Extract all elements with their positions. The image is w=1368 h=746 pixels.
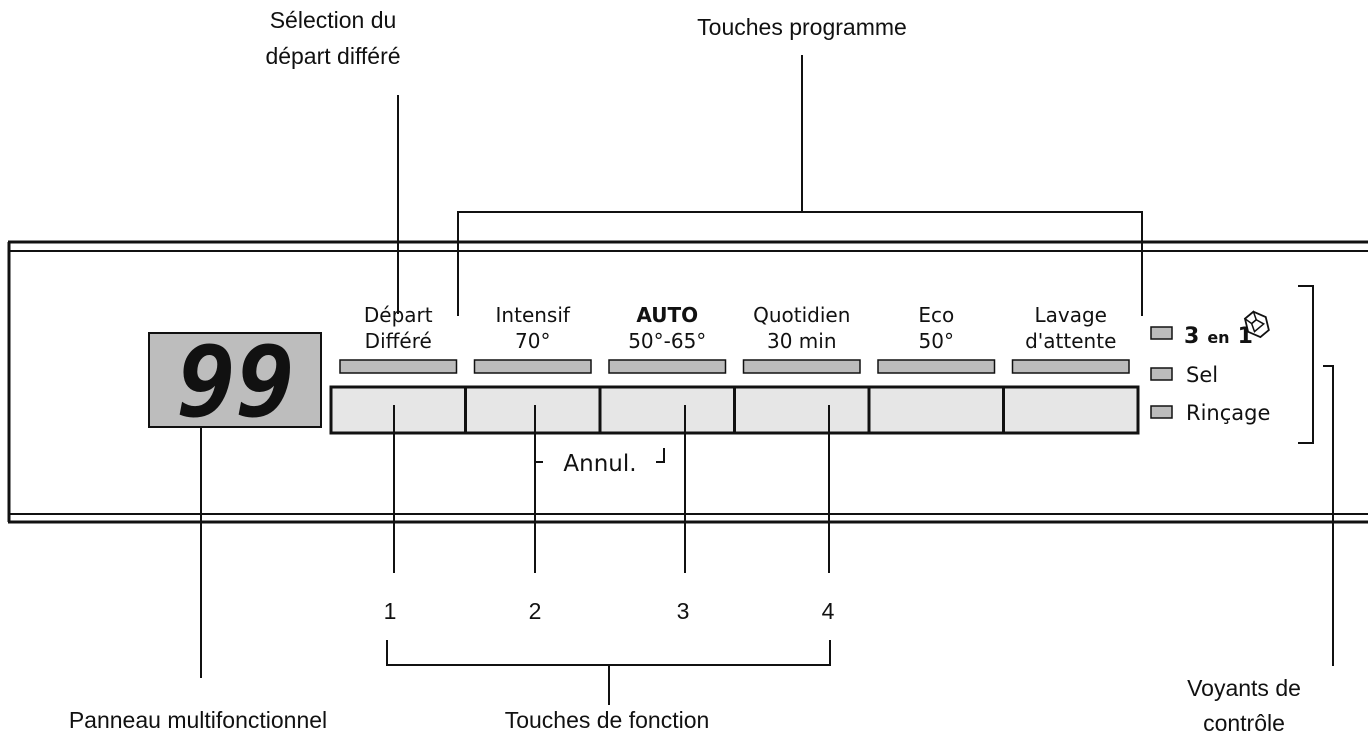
program-key-button[interactable] xyxy=(329,385,467,435)
bracket-program-keys xyxy=(457,211,1143,316)
program-indicator-bar xyxy=(742,359,861,374)
control-indicators: 3 en 1 Sel Rinçage xyxy=(1150,310,1270,425)
program-label-line1: Eco xyxy=(918,303,954,327)
indicator-rinse-lamp xyxy=(1150,405,1173,419)
tablet-icon xyxy=(1243,310,1270,339)
display-window xyxy=(148,332,322,428)
function-number-2: 2 xyxy=(529,598,542,624)
cancel-indicator: Annul. xyxy=(534,448,665,477)
indicator-salt-lamp xyxy=(1150,367,1173,381)
function-number-1: 1 xyxy=(384,598,397,624)
program-indicator-bar xyxy=(608,359,727,374)
program-label-line1: Intensif xyxy=(496,303,571,327)
function-number-3: 3 xyxy=(677,598,690,624)
program-label-line2: d'attente xyxy=(1025,329,1116,353)
indicator-3in1-lamp xyxy=(1150,326,1173,340)
program-indicator-bar xyxy=(473,359,592,374)
program-indicator-bar xyxy=(339,359,458,374)
program-key-button[interactable] xyxy=(733,385,871,435)
panel-frame xyxy=(7,240,1368,524)
leader-indicators xyxy=(1323,365,1334,666)
cancel-bracket-left xyxy=(534,448,543,463)
indicator-3in1-label: 3 en 1 xyxy=(1184,324,1253,349)
program-label-line2: 50°-65° xyxy=(628,329,706,353)
indicator-salt-label: Sel xyxy=(1186,363,1218,387)
callout-program-keys: Touches programme xyxy=(697,14,907,40)
callout-indicators-line2: contrôle xyxy=(1203,710,1285,736)
program-indicator-bar xyxy=(1011,359,1130,374)
display-digits: 99 xyxy=(177,326,295,440)
program-key-button[interactable] xyxy=(598,385,736,435)
callout-delay-selection-line1: Sélection du xyxy=(270,7,397,33)
callout-function-keys: Touches de fonction xyxy=(505,707,710,733)
program-label-line1: AUTO xyxy=(636,303,698,327)
callout-delay-selection-line2: départ différé xyxy=(265,43,400,69)
bracket-function-keys xyxy=(386,640,831,666)
program-label-line2: 30 min xyxy=(767,329,837,353)
cancel-label: Annul. xyxy=(563,451,636,477)
callout-multifunction-panel: Panneau multifonctionnel xyxy=(69,707,327,733)
program-label-line1: Lavage xyxy=(1035,303,1108,327)
program-label-line1: Départ xyxy=(364,303,433,327)
multifunction-display: 99 xyxy=(148,326,322,440)
program-label-line2: 50° xyxy=(919,329,954,353)
program-label-line1: Quotidien xyxy=(753,303,850,327)
program-label-line2: 70° xyxy=(515,329,550,353)
bracket-indicators xyxy=(1298,285,1314,444)
callout-indicators-line1: Voyants de xyxy=(1187,675,1301,701)
cancel-bracket-right xyxy=(656,448,665,463)
program-key-button[interactable] xyxy=(867,385,1005,435)
indicator-rinse-label: Rinçage xyxy=(1186,401,1270,425)
program-indicator-bar xyxy=(877,359,996,374)
program-label-line2: Différé xyxy=(365,329,432,353)
program-key-button[interactable] xyxy=(1002,385,1140,435)
program-key-button[interactable] xyxy=(464,385,602,435)
function-number-4: 4 xyxy=(822,598,835,624)
